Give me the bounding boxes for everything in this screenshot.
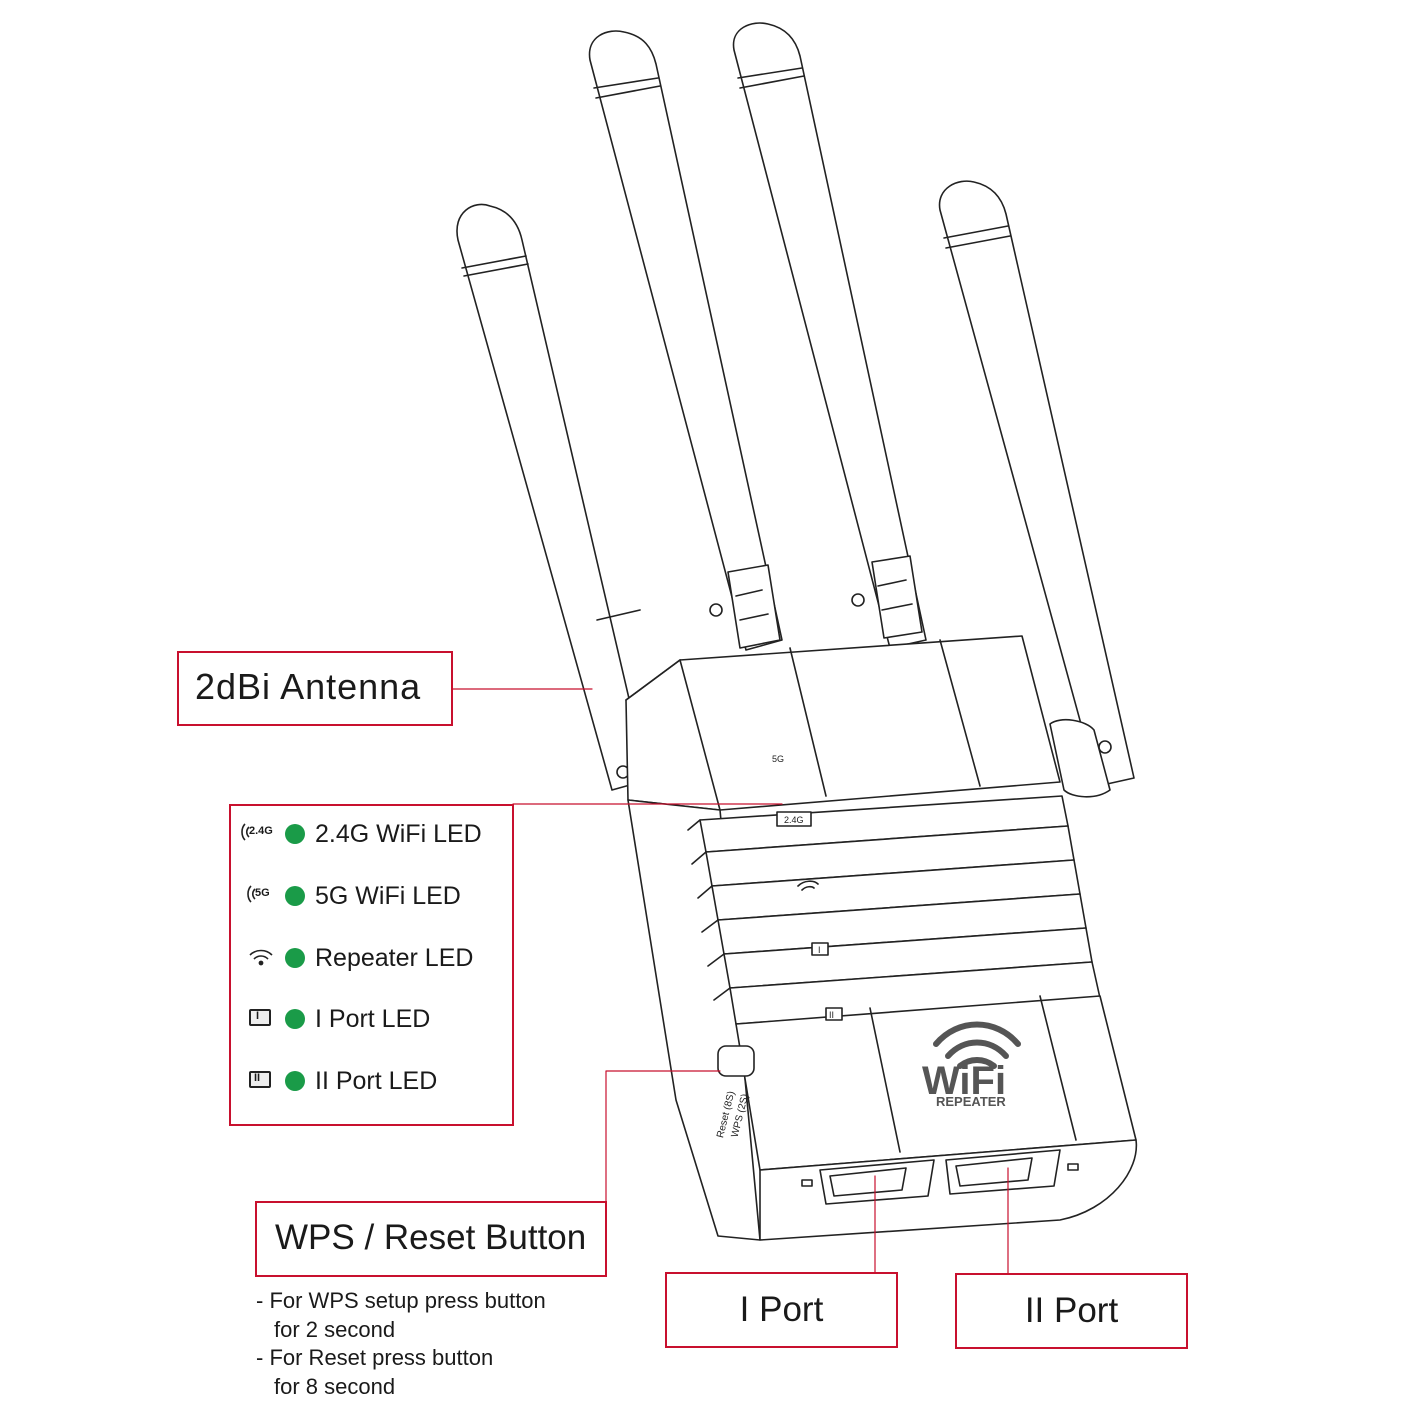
- device-front-ribs: [687, 795, 1101, 1025]
- instruction-line: for 8 second: [274, 1373, 396, 1399]
- antenna-center-right: [732, 22, 927, 649]
- antenna-callout: 2dBi Antenna: [177, 651, 453, 726]
- led-indicator-dot: [285, 886, 305, 906]
- wps-reset-callout-title: WPS / Reset Button: [275, 1218, 587, 1257]
- logo-wifi-text: WiFi: [922, 1059, 1006, 1103]
- led-label: Repeater LED: [315, 944, 474, 972]
- port-1-icon: I: [237, 1007, 283, 1031]
- antenna-center-left: [588, 30, 783, 651]
- led-indicator-dot: [285, 824, 305, 844]
- port-1-callout-title: I Port: [739, 1290, 824, 1329]
- instruction-line: for 2 second: [274, 1316, 396, 1342]
- led-indicator-dot: [285, 1009, 305, 1029]
- port-2-socket: [945, 1149, 1061, 1195]
- led-legend-callout: 2.4G 2.4G WiFi LED 5G 5G WiFi LED Repeat…: [229, 804, 514, 1126]
- led-label: I Port LED: [315, 1005, 431, 1033]
- led-row-5g: 5G 5G WiFi LED: [231, 876, 511, 916]
- led-row-2-4g: 2.4G 2.4G WiFi LED: [231, 814, 511, 854]
- led-indicator-dot: [285, 1071, 305, 1091]
- callout-leader-lines: [451, 688, 1009, 1274]
- wps-reset-instructions: - For WPS setup press button for 2 secon…: [256, 1287, 546, 1401]
- front-indicator-port-1: I: [811, 942, 829, 956]
- instruction-line: - For WPS setup press button: [256, 1288, 546, 1313]
- svg-text:5G: 5G: [772, 754, 784, 764]
- front-indicator-port-2: II: [825, 1007, 843, 1021]
- led-row-repeater: Repeater LED: [231, 938, 511, 978]
- wps-reset-button: [717, 1045, 755, 1077]
- wifi-repeater-logo: [933, 1021, 1021, 1069]
- instruction-line: - For Reset press button: [256, 1345, 494, 1370]
- front-indicator-2-4g: 2.4G: [776, 811, 812, 827]
- svg-text:I: I: [818, 945, 821, 955]
- logo-repeater-text: REPEATER: [936, 1094, 1006, 1109]
- led-row-port-1: I I Port LED: [231, 999, 511, 1039]
- led-label: 2.4G WiFi LED: [315, 820, 482, 848]
- svg-text:II: II: [829, 1010, 834, 1020]
- device-top-block: [625, 635, 1061, 811]
- antenna-right: [938, 180, 1135, 787]
- port-1-socket: [819, 1159, 935, 1205]
- wps-reset-callout: WPS / Reset Button: [255, 1201, 607, 1277]
- port-2-callout: II Port: [955, 1273, 1188, 1349]
- port-2-icon: II: [237, 1069, 283, 1093]
- led-indicator-dot: [285, 948, 305, 968]
- antenna-left: [456, 203, 649, 791]
- wifi-2-4g-icon: 2.4G: [237, 822, 283, 846]
- device-bottom-face: [759, 1139, 1138, 1241]
- front-indicator-5g: 5G: [772, 754, 784, 764]
- led-label: 5G WiFi LED: [315, 882, 461, 910]
- repeater-icon: [237, 946, 283, 970]
- front-indicator-repeater: [797, 880, 819, 891]
- svg-text:2.4G: 2.4G: [784, 815, 804, 825]
- led-row-port-2: II II Port LED: [231, 1061, 511, 1101]
- port-2-callout-title: II Port: [1024, 1291, 1119, 1330]
- wifi-5g-icon: 5G: [237, 884, 283, 908]
- port-1-callout: I Port: [665, 1272, 898, 1348]
- led-label: II Port LED: [315, 1067, 438, 1095]
- antenna-callout-title: 2dBi Antenna: [195, 666, 422, 707]
